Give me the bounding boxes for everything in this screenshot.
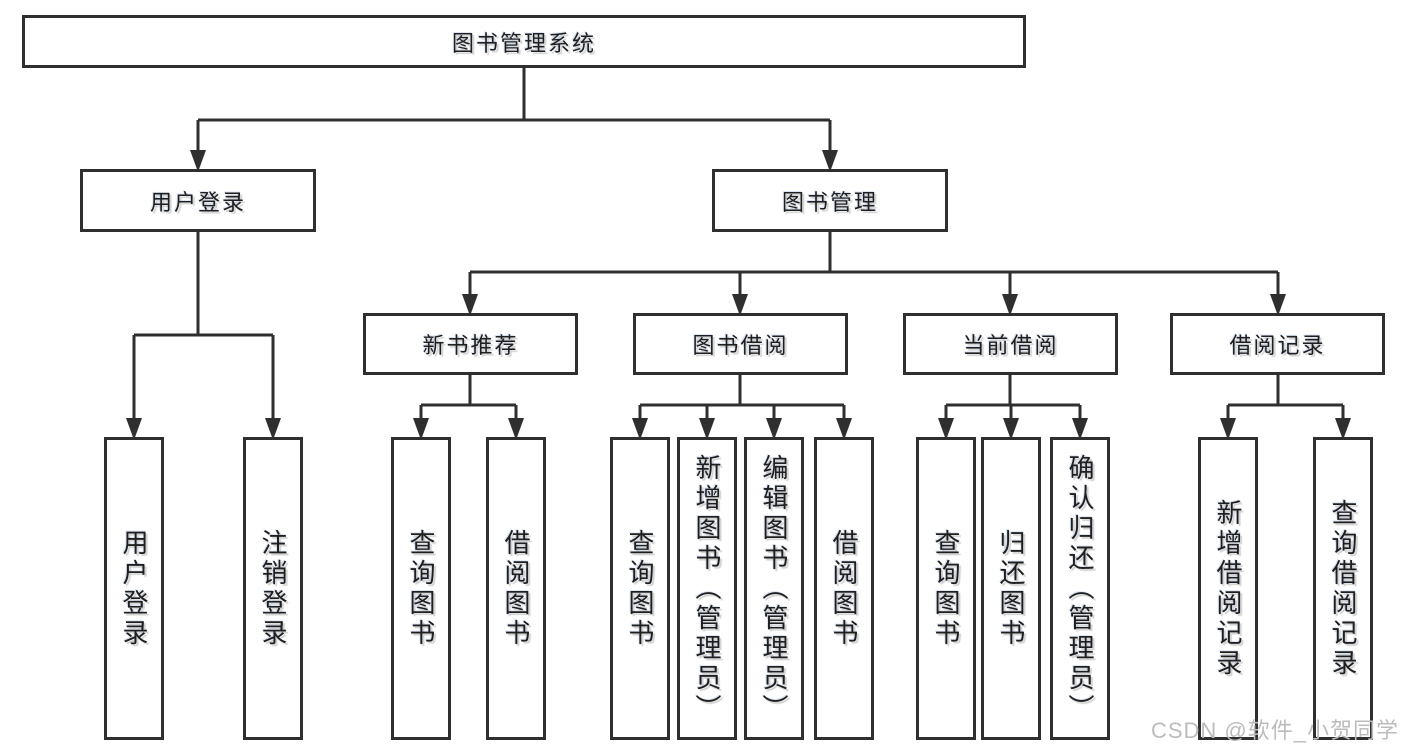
node-book-borrowing: 图书借阅 xyxy=(633,313,848,375)
node-current-borrowing: 当前借阅 xyxy=(903,313,1118,375)
node-root-library-system: 图书管理系统 xyxy=(22,15,1026,68)
leaf-borrow-books-borrowing: 借阅图书 xyxy=(814,437,874,740)
leaf-borrow-books-recommend: 借阅图书 xyxy=(486,437,546,740)
leaf-query-books-borrowing: 查询图书 xyxy=(610,437,670,740)
leaf-query-books-recommend: 查询图书 xyxy=(391,437,451,740)
leaf-borrow-books-borrowing-label: 借阅图书 xyxy=(829,528,859,649)
leaf-add-borrow-record: 新增借阅记录 xyxy=(1198,437,1258,740)
leaf-query-books-current: 查询图书 xyxy=(916,437,976,740)
leaf-add-books-admin-label: 新增图书（管理员） xyxy=(692,453,722,724)
leaf-query-borrow-record: 查询借阅记录 xyxy=(1313,437,1373,740)
leaf-query-books-recommend-label: 查询图书 xyxy=(406,528,436,649)
leaf-confirm-return-admin: 确认归还（管理员） xyxy=(1050,437,1110,740)
leaf-borrow-books-recommend-label: 借阅图书 xyxy=(501,528,531,649)
leaf-confirm-return-admin-label: 确认归还（管理员） xyxy=(1065,453,1095,724)
arrowheads xyxy=(126,150,1351,440)
leaf-return-books: 归还图书 xyxy=(981,437,1041,740)
leaf-add-books-admin: 新增图书（管理员） xyxy=(677,437,737,740)
node-book-management: 图书管理 xyxy=(712,169,948,232)
node-user-login: 用户登录 xyxy=(80,169,316,232)
leaf-add-borrow-record-label: 新增借阅记录 xyxy=(1213,498,1243,679)
leaf-query-books-current-label: 查询图书 xyxy=(931,528,961,649)
leaf-edit-books-admin-label: 编辑图书（管理员） xyxy=(759,453,789,724)
leaf-user-login-label: 用户登录 xyxy=(119,528,149,649)
leaf-query-borrow-record-label: 查询借阅记录 xyxy=(1328,498,1358,679)
node-borrowing-records: 借阅记录 xyxy=(1170,313,1385,375)
leaf-edit-books-admin: 编辑图书（管理员） xyxy=(744,437,804,740)
leaf-logout-label: 注销登录 xyxy=(258,528,288,649)
leaf-return-books-label: 归还图书 xyxy=(996,528,1026,649)
node-new-book-recommend: 新书推荐 xyxy=(363,313,578,375)
leaf-user-login: 用户登录 xyxy=(104,437,164,740)
leaf-query-books-borrowing-label: 查询图书 xyxy=(625,528,655,649)
leaf-logout: 注销登录 xyxy=(243,437,303,740)
csdn-watermark: CSDN @软件_小贺同学 xyxy=(1150,718,1399,743)
